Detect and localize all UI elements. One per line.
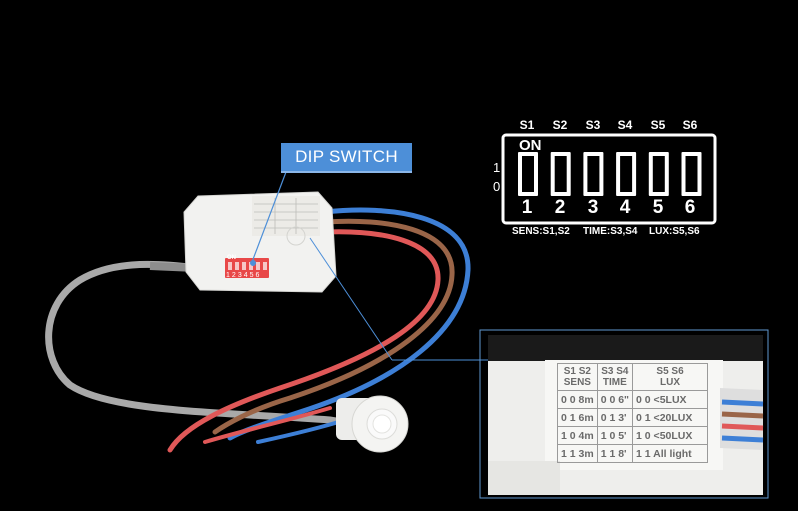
switch-number-5: 5 <box>652 197 664 218</box>
dip-slot-toggle <box>685 156 698 192</box>
wire-blue <box>227 207 471 441</box>
dip-slot-toggle <box>587 156 600 192</box>
dip-row-on-label: 1 <box>493 160 501 175</box>
dip-diagram <box>501 133 717 225</box>
cell-time: 1 1 8' <box>596 444 634 463</box>
group-label-lux: LUX:S5,S6 <box>649 226 700 237</box>
device-switch-number: 4 <box>243 272 248 279</box>
cell-time: 0 0 6" <box>596 390 634 409</box>
wire-red-2 <box>203 406 332 444</box>
switch-number-1: 1 <box>521 197 533 218</box>
group-label-sens: SENS:S1,S2 <box>512 226 570 237</box>
device-switch-number: 6 <box>255 272 260 279</box>
callout-pointer-dot <box>250 260 256 266</box>
switch-number-2: 2 <box>554 197 566 218</box>
cell-sens: 0 0 8m <box>557 390 598 409</box>
cell-time: 0 1 3' <box>596 408 634 427</box>
device-switch-number: 1 <box>226 272 230 279</box>
cell-lux: 1 0 <50LUX <box>632 426 709 445</box>
wire-brown <box>212 218 455 435</box>
cell-lux: 1 1 All light <box>632 444 709 463</box>
device-switch-number: 3 <box>237 272 242 279</box>
table-row: 1 0 4m 1 0 5' 1 0 <50LUX <box>557 426 709 445</box>
switch-name-s4: S4 <box>617 118 633 132</box>
dip-switch-callout-label: DIP SWITCH <box>281 143 412 171</box>
callout-pointer-line <box>251 171 287 263</box>
dip-slot-toggle <box>522 156 534 192</box>
cell-sens: 0 1 6m <box>557 408 598 427</box>
dip-row-off-label: 0 <box>493 179 501 194</box>
dip-on-label: ON <box>519 137 542 154</box>
group-label-time: TIME:S3,S4 <box>583 226 638 237</box>
device-switch-number: 5 <box>249 272 254 279</box>
dip-slot-toggle <box>620 156 633 192</box>
dip-slot-toggle <box>652 156 665 192</box>
table-row: 1 1 3m 1 1 8' 1 1 All light <box>557 444 709 463</box>
switch-name-s3: S3 <box>585 118 601 132</box>
device-on-label: ON <box>227 255 236 261</box>
wire-red-1 <box>167 229 441 453</box>
switch-name-s1: S1 <box>519 118 535 132</box>
device-switch-numbers: 1 2 3 4 5 6 <box>226 272 259 279</box>
switch-name-s6: S6 <box>682 118 698 132</box>
switch-number-4: 4 <box>619 197 631 218</box>
switch-name-s2: S2 <box>552 118 568 132</box>
switch-name-s5: S5 <box>650 118 666 132</box>
cell-time: 1 0 5' <box>596 426 634 445</box>
cell-lux: 0 1 <20LUX <box>632 408 709 427</box>
device-switch-number: 2 <box>231 272 236 279</box>
cell-sens: 1 1 3m <box>557 444 598 463</box>
table-row: 0 0 8m 0 0 6" 0 0 <5LUX <box>557 390 709 409</box>
table-row: 0 1 6m 0 1 3' 0 1 <20LUX <box>557 408 709 427</box>
cell-lux: 0 0 <5LUX <box>632 390 709 409</box>
dip-slot-toggle <box>554 156 567 192</box>
cell-sens: 1 0 4m <box>557 426 598 445</box>
switch-number-3: 3 <box>587 197 599 218</box>
dip-switch-callout-underline <box>281 171 412 173</box>
inset-connector-line <box>309 237 393 361</box>
pir-sensor-head <box>336 395 409 453</box>
switch-number-6: 6 <box>684 197 696 218</box>
